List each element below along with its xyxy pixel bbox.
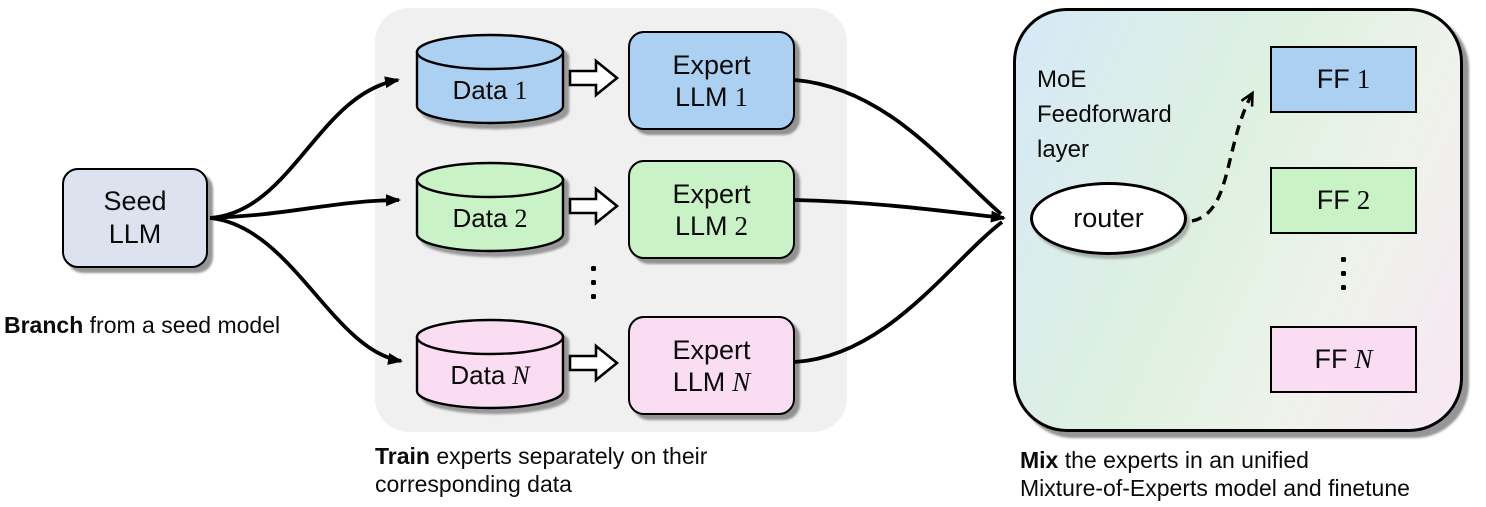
moe-feedforward-layer-label: MoE Feedforward layer bbox=[1037, 66, 1172, 163]
mix-caption: Mix the experts in an unified Mixture-of… bbox=[1020, 446, 1410, 502]
seed-to-dataN-arrow bbox=[209, 216, 403, 365]
train-caption-line2: corresponding data bbox=[375, 471, 572, 497]
seed-to-data1-arrow bbox=[209, 76, 400, 220]
seed-llm-box: Seed LLM bbox=[62, 168, 208, 268]
seed-llm-label-line2: LLM bbox=[108, 219, 162, 249]
cylinder-shape-icon bbox=[415, 161, 565, 253]
router-ellipse: router bbox=[1030, 182, 1187, 255]
seed-to-data2-arrow bbox=[209, 194, 401, 220]
moe-vertical-ellipsis-icon bbox=[1341, 257, 1346, 290]
train-caption: Train experts separately on their corres… bbox=[375, 442, 707, 498]
mix-caption-line2: Mixture-of-Experts model and finetune bbox=[1020, 475, 1410, 501]
train-caption-line1: Train experts separately on their bbox=[375, 443, 708, 469]
expert-llm-1-line1: Expert bbox=[672, 49, 751, 80]
branch-caption: Branch from a seed model bbox=[4, 311, 280, 339]
expert-llm-N-line1: Expert bbox=[672, 334, 751, 365]
cylinder-shape-icon bbox=[415, 318, 565, 410]
mix-caption-line1: Mix the experts in an unified bbox=[1020, 447, 1309, 473]
expert-llm-2-line1: Expert bbox=[672, 178, 751, 209]
branch-caption-text: from a seed model bbox=[83, 312, 281, 338]
seed-llm-label-line1: Seed bbox=[103, 186, 167, 216]
cylinder-shape-icon bbox=[415, 33, 565, 125]
branch-caption-keyword: Branch bbox=[4, 312, 84, 338]
train-vertical-ellipsis-icon bbox=[591, 266, 596, 299]
router-label: router bbox=[1073, 203, 1144, 233]
